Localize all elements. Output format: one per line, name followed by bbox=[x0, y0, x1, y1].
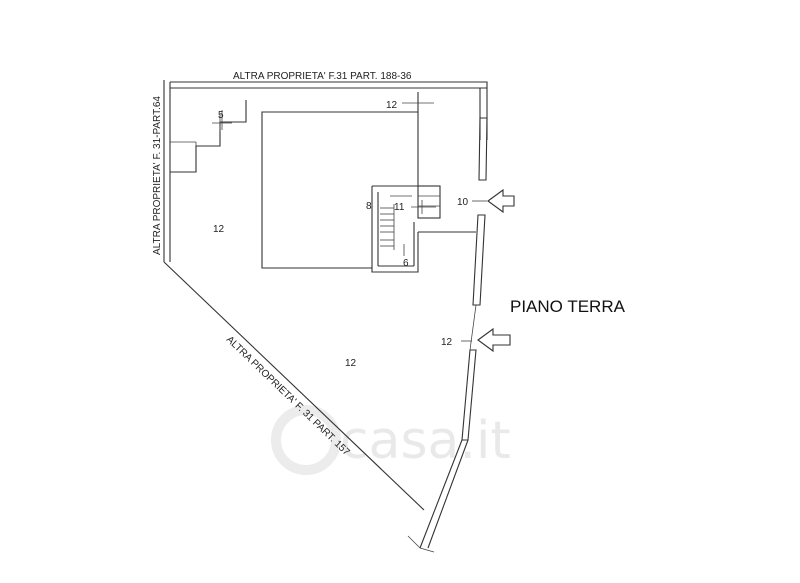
entrance-arrow-icon bbox=[477, 327, 511, 353]
east-wall bbox=[407, 117, 488, 553]
boundary-label-top: ALTRA PROPRIETA' F.31 PART. 188-36 bbox=[233, 71, 412, 82]
boundary-label-diagonal: ALTRA PROPRIETA' F. 31 PART. 157 bbox=[224, 334, 352, 458]
room-number: 10 bbox=[457, 197, 469, 208]
room-number: 12 bbox=[213, 224, 225, 235]
staircase-left bbox=[170, 100, 247, 173]
internal-stair bbox=[380, 204, 405, 256]
main-building bbox=[261, 92, 476, 273]
room-number: 12 bbox=[345, 358, 357, 369]
watermark: casa.it bbox=[271, 405, 511, 475]
watermark-text: casa.it bbox=[340, 411, 511, 471]
room-number: 5 bbox=[218, 110, 224, 121]
room-number: 12 bbox=[386, 100, 398, 111]
room-number: 6 bbox=[403, 258, 409, 269]
boundary-label-left: ALTRA PROPRIETA' F. 31-PART.64 bbox=[152, 96, 163, 255]
room-number: 12 bbox=[441, 337, 453, 348]
floor-title: PIANO TERRA bbox=[510, 297, 626, 316]
entrance-arrow-icon bbox=[487, 188, 515, 214]
room-number: 8 bbox=[366, 201, 372, 212]
room-number: 11 bbox=[394, 202, 405, 213]
leader-lines bbox=[212, 102, 487, 342]
